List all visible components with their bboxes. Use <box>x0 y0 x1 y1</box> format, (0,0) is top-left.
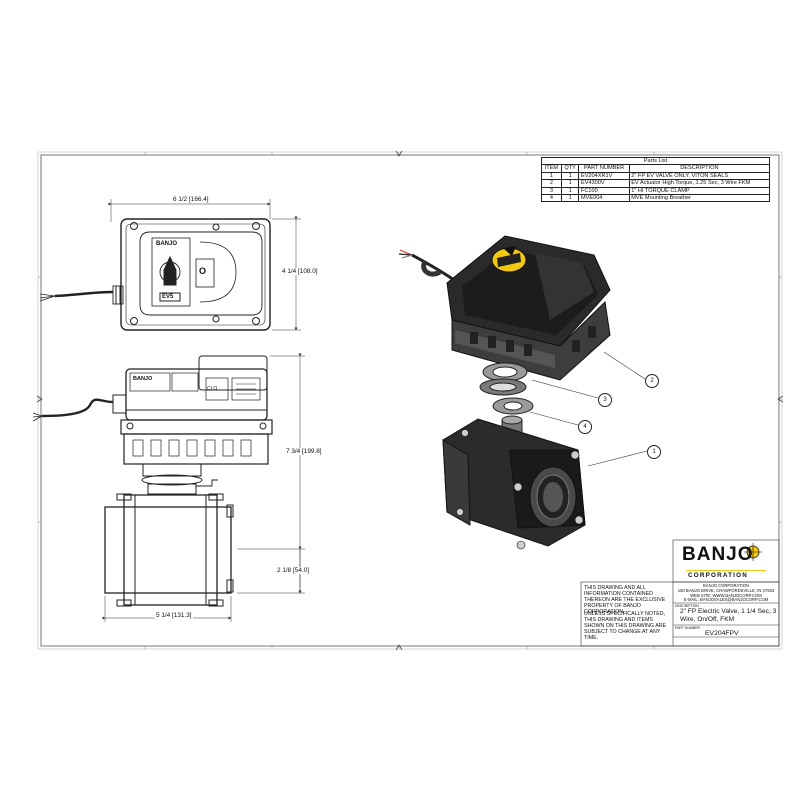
dim-valve-width: 5 1/4 [131.3] <box>155 612 193 619</box>
sheet-border <box>36 150 784 651</box>
row-description: 1" HI TORQUE CLAMP <box>628 186 771 196</box>
header-part-number: PART NUMBER <box>578 164 630 173</box>
row-item: 1 <box>541 171 562 181</box>
top-view-actuator <box>39 218 271 331</box>
row-qty: 1 <box>560 186 580 196</box>
logo-text: BANJO <box>682 544 754 565</box>
balloon-1: 1 <box>647 445 661 459</box>
ownership-notice: THIS DRAWING AND ALL INFORMATION CONTAIN… <box>584 585 666 615</box>
dim-valve-height: 2 1/8 [54.0] <box>276 567 310 574</box>
row-qty: 1 <box>560 179 580 188</box>
drawing-part-number: EV204FPV <box>705 630 739 637</box>
row-part-number: FC100 <box>578 186 630 196</box>
title-block-frame <box>580 539 780 647</box>
table-row: 4 1 MVE004 MVE Mounting Breather <box>541 194 771 203</box>
row-part-number: EV204XR1V <box>578 171 630 181</box>
balloon-4: 4 <box>578 420 592 434</box>
header-description: DESCRIPTION <box>628 164 771 173</box>
row-qty: 1 <box>560 171 580 181</box>
dim-top-height: 4 1/4 [108.0] <box>281 268 319 275</box>
row-description: MVE Mounting Breather <box>628 194 771 203</box>
company-email: E-MAIL: BANJOSALES@BANJOCORP.COM <box>683 597 769 602</box>
side-view-valve <box>104 493 234 607</box>
table-row: 3 1 FC100 1" HI TORQUE CLAMP <box>541 186 771 196</box>
logo-subtitle: CORPORATION <box>688 572 748 579</box>
company-web: WEB SITE: WWW.BANJOCORP.COM <box>690 593 762 598</box>
banjo-logo <box>677 543 775 581</box>
actuator-window-label: O <box>199 266 207 276</box>
row-description: EV Actuator High Torque, 1.25 Sec, 3 Wir… <box>628 179 771 188</box>
actuator-badge-label: EV5 <box>162 294 174 300</box>
balloon-3: 3 <box>598 393 612 407</box>
dim-top-width: 6 1/2 [166.4] <box>172 196 210 203</box>
balloon-2: 2 <box>645 374 659 388</box>
actuator-panel-label: BANJO <box>156 241 178 247</box>
table-row: 1 1 EV204XR1V 2" FP EV VALVE ONLY, VITON… <box>541 171 771 181</box>
row-item: 3 <box>541 186 562 196</box>
drawing-description: 2" FP Electric Valve, 1 1/4 Sec, 3 Wire,… <box>680 608 777 623</box>
top-view-dimensions <box>108 199 301 331</box>
change-notice: UNLESS SPECIFICALLY NOTED, THIS DRAWING … <box>584 611 667 641</box>
actuator-side-label: BANJO <box>133 376 153 382</box>
row-part-number: EV4300V <box>578 179 630 188</box>
isometric-assembly <box>398 235 611 550</box>
row-description: 2" FP EV VALVE ONLY, VITON SEALS <box>628 171 771 181</box>
header-qty: QTY <box>560 164 580 173</box>
row-qty: 1 <box>560 194 580 203</box>
row-item: 2 <box>541 179 562 188</box>
table-row: 2 1 EV4300V EV Actuator High Torque, 1.2… <box>541 179 771 188</box>
dim-side-height: 7 3/4 [199.8] <box>285 448 323 455</box>
side-view-actuator <box>32 355 273 495</box>
company-address: 150 BANJO DRIVE, CRAWFORDSVILLE, IN 4793… <box>677 588 775 593</box>
parts-list-title: Parts List <box>541 156 770 166</box>
description-label: DESCRIPTION <box>675 604 699 608</box>
row-item: 4 <box>541 194 562 203</box>
company-name: BANJO CORPORATION <box>703 583 749 588</box>
row-part-number: MVE004 <box>578 194 630 203</box>
parts-list-table: Parts List ITEM QTY PART NUMBER DESCRIPT… <box>541 156 771 203</box>
actuator-side-window: CLO <box>207 386 218 392</box>
part-number-label: PART NUMBER <box>675 626 701 630</box>
header-item: ITEM <box>541 164 562 173</box>
balloon-leaders <box>529 351 648 467</box>
